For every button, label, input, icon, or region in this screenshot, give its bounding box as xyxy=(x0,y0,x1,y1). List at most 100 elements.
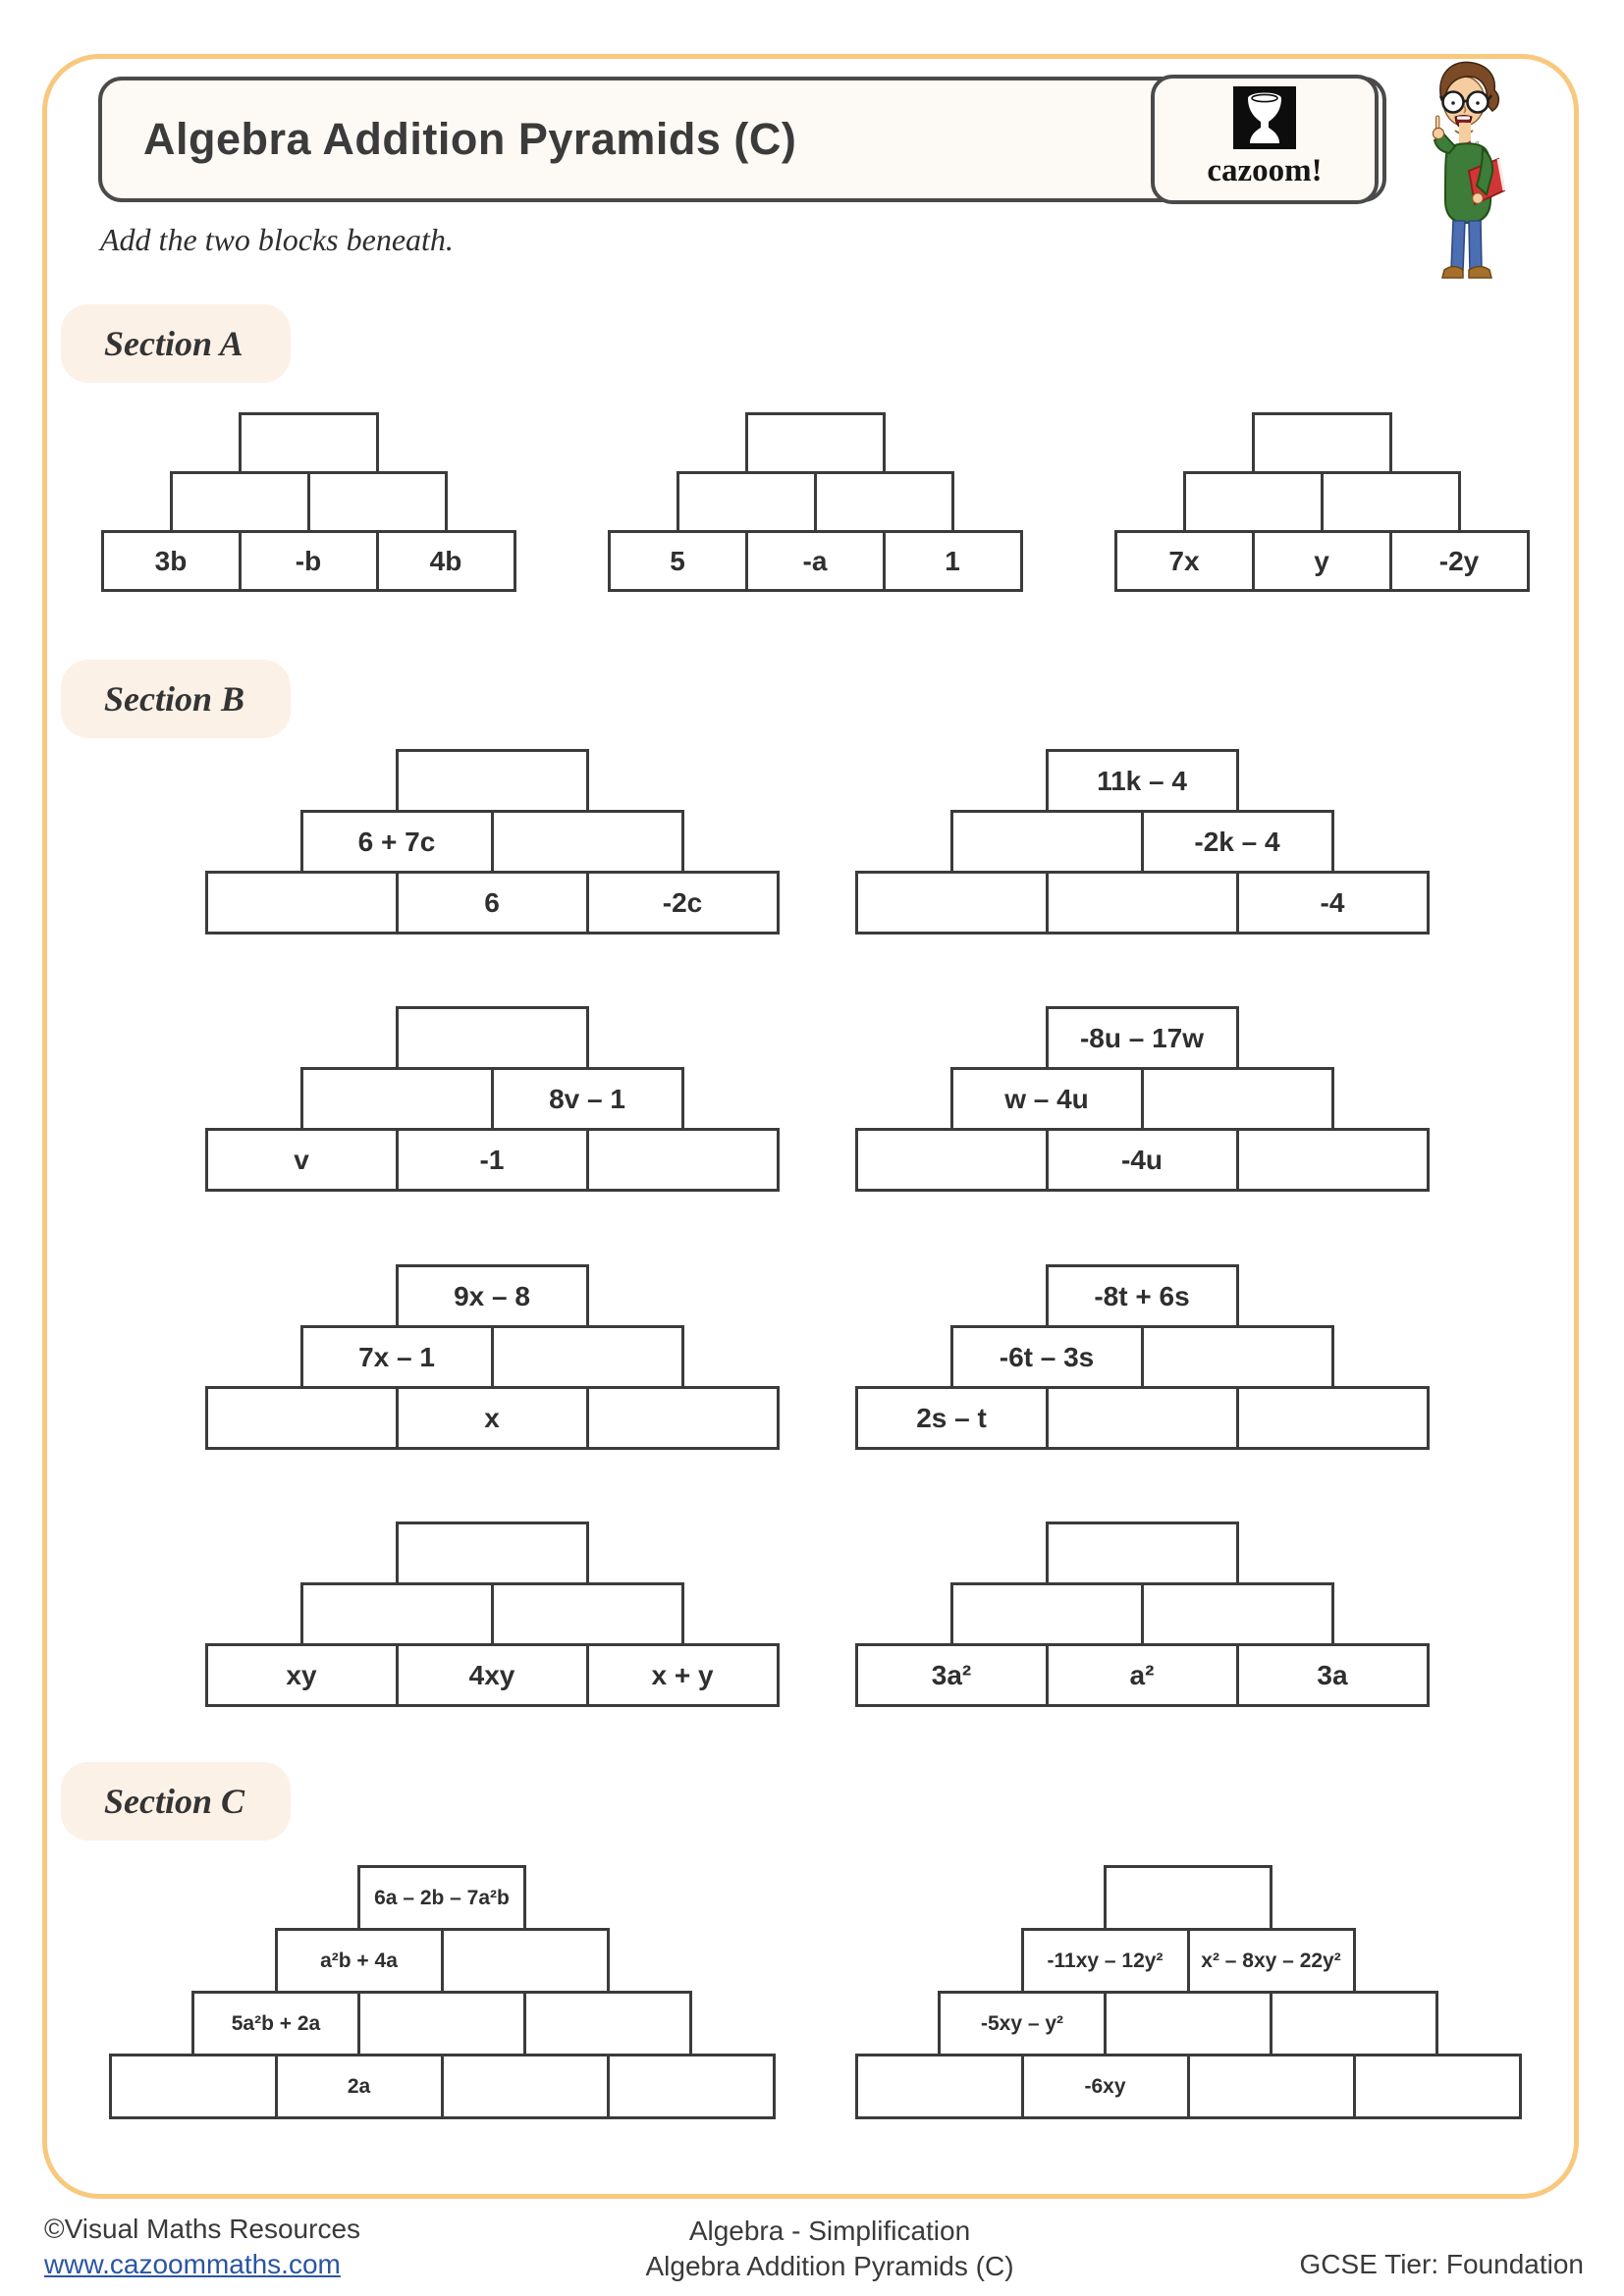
pyramid-b7-cell-r3c1: xy xyxy=(204,1643,399,1707)
pyramid-b3-row1 xyxy=(395,1006,589,1070)
pyramid-a3-cell-r1c1 xyxy=(1251,412,1392,474)
pyramid-c2-row3: -5xy – y² xyxy=(938,1991,1438,2056)
pyramid-c1-row1: 6a – 2b – 7a²b xyxy=(357,1865,526,1931)
footer-tier: GCSE Tier: Foundation xyxy=(1299,2249,1584,2279)
pyramid-b8-row2 xyxy=(949,1582,1334,1646)
pyramid-b7-cell-r2c2 xyxy=(490,1582,684,1646)
pyramid-a3-cell-r3c1: 7x xyxy=(1113,530,1255,592)
pyramid-c1-cell-r3c3 xyxy=(523,1991,692,2056)
pyramid-b2-cell-r3c2 xyxy=(1045,871,1239,934)
pyramid-b4-row2: w – 4u xyxy=(949,1067,1334,1131)
pyramid-b6-cell-r3c1: 2s – t xyxy=(854,1386,1049,1450)
pyramid-b5-cell-r3c3 xyxy=(585,1386,780,1450)
pyramid-b8-cell-r3c2: a² xyxy=(1045,1643,1239,1707)
pyramid-b1-cell-r3c2: 6 xyxy=(395,871,589,934)
pyramid-c1-cell-r2c1: a²b + 4a xyxy=(274,1928,444,1994)
footer-worksheet-name: Algebra Addition Pyramids (C) xyxy=(645,2251,1014,2281)
pyramid-b6-row2: -6t – 3s xyxy=(949,1325,1334,1389)
pyramid-a1-cell-r1c1 xyxy=(238,412,379,474)
pyramid-b2-cell-r1c1: 11k – 4 xyxy=(1045,749,1239,813)
pyramid-b8-cell-r3c1: 3a² xyxy=(854,1643,1049,1707)
pyramid-b7-row2 xyxy=(299,1582,684,1646)
pyramid-b5-cell-r3c1 xyxy=(204,1386,399,1450)
pyramid-a2-row1 xyxy=(744,412,886,474)
teacher-mascot-illustration xyxy=(1432,61,1506,279)
footer-copyright: ©Visual Maths Resources xyxy=(44,2214,361,2244)
pyramid-a3-cell-r3c3: -2y xyxy=(1388,530,1530,592)
pyramid-b4-cell-r3c2: -4u xyxy=(1045,1128,1239,1192)
pyramid-a2-cell-r2c2 xyxy=(813,471,954,533)
pyramid-a3-row1 xyxy=(1251,412,1392,474)
pyramid-b3-cell-r3c3 xyxy=(585,1128,780,1192)
pyramid-c2-cell-r3c2 xyxy=(1104,1991,1272,2056)
pyramid-b6-row3: 2s – t xyxy=(854,1386,1430,1450)
pyramid-b3-cell-r3c1: v xyxy=(204,1128,399,1192)
pyramid-c1-cell-r3c2 xyxy=(357,1991,526,2056)
pyramid-b3-cell-r2c1 xyxy=(299,1067,494,1131)
djembe-drum-icon xyxy=(1233,86,1296,149)
pyramid-b6-cell-r2c2 xyxy=(1140,1325,1334,1389)
page-border xyxy=(42,54,1579,2199)
pyramid-c1-cell-r4c2: 2a xyxy=(274,2054,444,2119)
pyramid-b1-cell-r2c1: 6 + 7c xyxy=(299,810,494,874)
pyramid-a1-cell-r3c1: 3b xyxy=(100,530,242,592)
pyramid-b3-row3: v-1 xyxy=(204,1128,780,1192)
pyramid-b6-row1: -8t + 6s xyxy=(1045,1264,1239,1328)
section-a-label: Section A xyxy=(61,304,291,383)
pyramid-a1-cell-r2c1 xyxy=(169,471,310,533)
pyramid-b8-cell-r2c1 xyxy=(949,1582,1144,1646)
pyramid-c2-cell-r3c3 xyxy=(1270,1991,1438,2056)
pyramid-a2-cell-r3c3: 1 xyxy=(882,530,1023,592)
pyramid-b2-row2: -2k – 4 xyxy=(949,810,1334,874)
pyramid-b4-cell-r1c1: -8u – 17w xyxy=(1045,1006,1239,1070)
pyramid-a2-cell-r1c1 xyxy=(744,412,886,474)
pyramid-b1-row2: 6 + 7c xyxy=(299,810,684,874)
pyramid-b2-row3: -4 xyxy=(854,871,1430,934)
pyramid-b2-row1: 11k – 4 xyxy=(1045,749,1239,813)
pyramid-b1-row3: 6-2c xyxy=(204,871,780,934)
pyramid-b2-cell-r2c1 xyxy=(949,810,1144,874)
pyramid-b8-cell-r2c2 xyxy=(1140,1582,1334,1646)
pyramid-a2-cell-r3c1: 5 xyxy=(607,530,748,592)
pyramid-b1-cell-r2c2 xyxy=(490,810,684,874)
footer-website-link[interactable]: www.cazoommaths.com xyxy=(44,2249,341,2279)
pyramid-a1-row1 xyxy=(238,412,379,474)
pyramid-c2-cell-r4c1 xyxy=(854,2054,1024,2119)
pyramid-b5-cell-r3c2: x xyxy=(395,1386,589,1450)
pyramid-b1-cell-r3c3: -2c xyxy=(585,871,780,934)
pyramid-c1-row4: 2a xyxy=(108,2054,776,2119)
pyramid-b4-cell-r3c1 xyxy=(854,1128,1049,1192)
section-c-label: Section C xyxy=(61,1762,291,1841)
pyramid-c1-cell-r2c2 xyxy=(440,1928,610,1994)
pyramid-a1-row2 xyxy=(169,471,448,533)
pyramid-b8-cell-r3c3: 3a xyxy=(1235,1643,1430,1707)
pyramid-c1-cell-r4c4 xyxy=(606,2054,776,2119)
pyramid-b5-row3: x xyxy=(204,1386,780,1450)
footer-topic: Algebra - Simplification xyxy=(688,2216,971,2246)
pyramid-c1-row3: 5a²b + 2a xyxy=(191,1991,692,2056)
page-title: Algebra Addition Pyramids (C) xyxy=(143,114,797,164)
pyramid-b3-cell-r3c2: -1 xyxy=(395,1128,589,1192)
pyramid-c2-cell-r3c1: -5xy – y² xyxy=(938,1991,1107,2056)
pyramid-a2-cell-r2c1 xyxy=(676,471,817,533)
pyramid-b5-row1: 9x – 8 xyxy=(395,1264,589,1328)
pyramid-b1-cell-r1c1 xyxy=(395,749,589,813)
pyramid-b4-row1: -8u – 17w xyxy=(1045,1006,1239,1070)
instruction-text: Add the two blocks beneath. xyxy=(100,222,454,257)
section-b-label: Section B xyxy=(61,660,291,738)
cazoom-logo-text: cazoom! xyxy=(1207,153,1323,188)
pyramid-b5-cell-r1c1: 9x – 8 xyxy=(395,1264,589,1328)
pyramid-a1-cell-r3c2: -b xyxy=(238,530,379,592)
pyramid-c2-cell-r2c1: -11xy – 12y² xyxy=(1020,1928,1190,1994)
pyramid-c1-cell-r4c3 xyxy=(440,2054,610,2119)
pyramid-c2-row4: -6xy xyxy=(854,2054,1522,2119)
pyramid-b7-cell-r1c1 xyxy=(395,1522,589,1585)
